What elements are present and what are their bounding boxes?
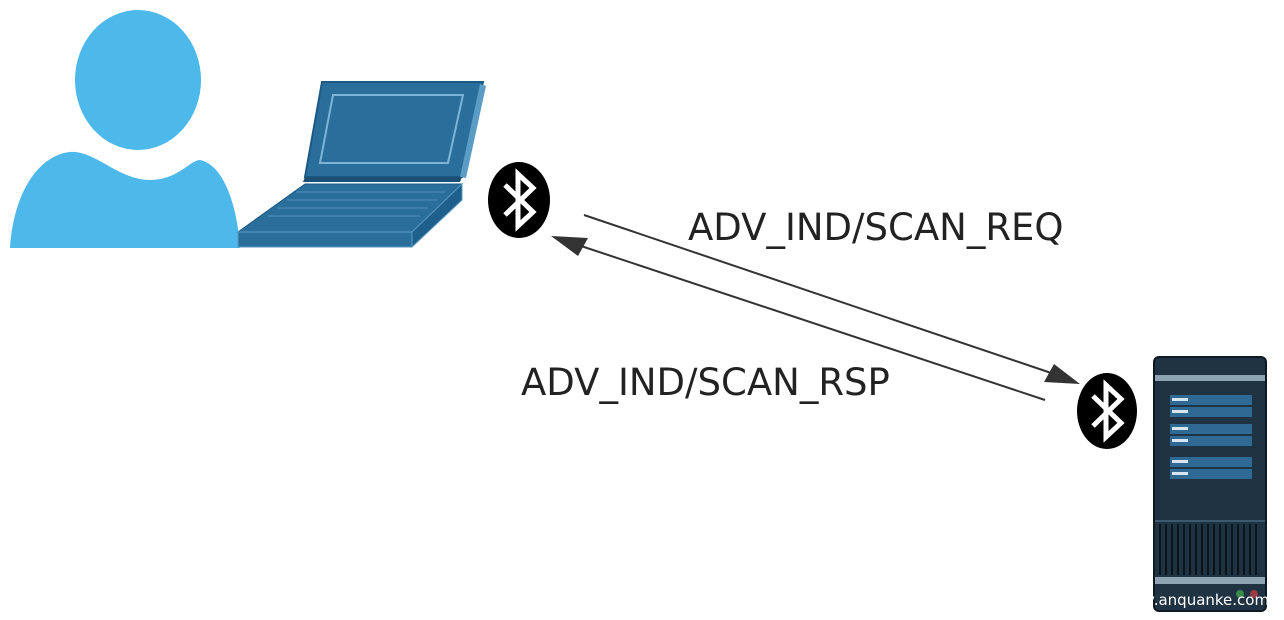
laptop-icon <box>236 81 486 249</box>
watermark: v.anquanke.com ) <box>1146 591 1280 609</box>
arrow-scan-req <box>583 214 1080 384</box>
bluetooth-icon-left <box>488 162 550 238</box>
edge-label-scan-req: ADV_IND/SCAN_REQ <box>688 206 1064 249</box>
edge-label-scan-rsp: ADV_IND/SCAN_RSP <box>521 361 890 404</box>
arrow-scan-rsp <box>551 236 1046 401</box>
server-icon <box>1153 356 1267 612</box>
bluetooth-icon-right <box>1077 373 1137 449</box>
user-icon <box>10 10 240 248</box>
